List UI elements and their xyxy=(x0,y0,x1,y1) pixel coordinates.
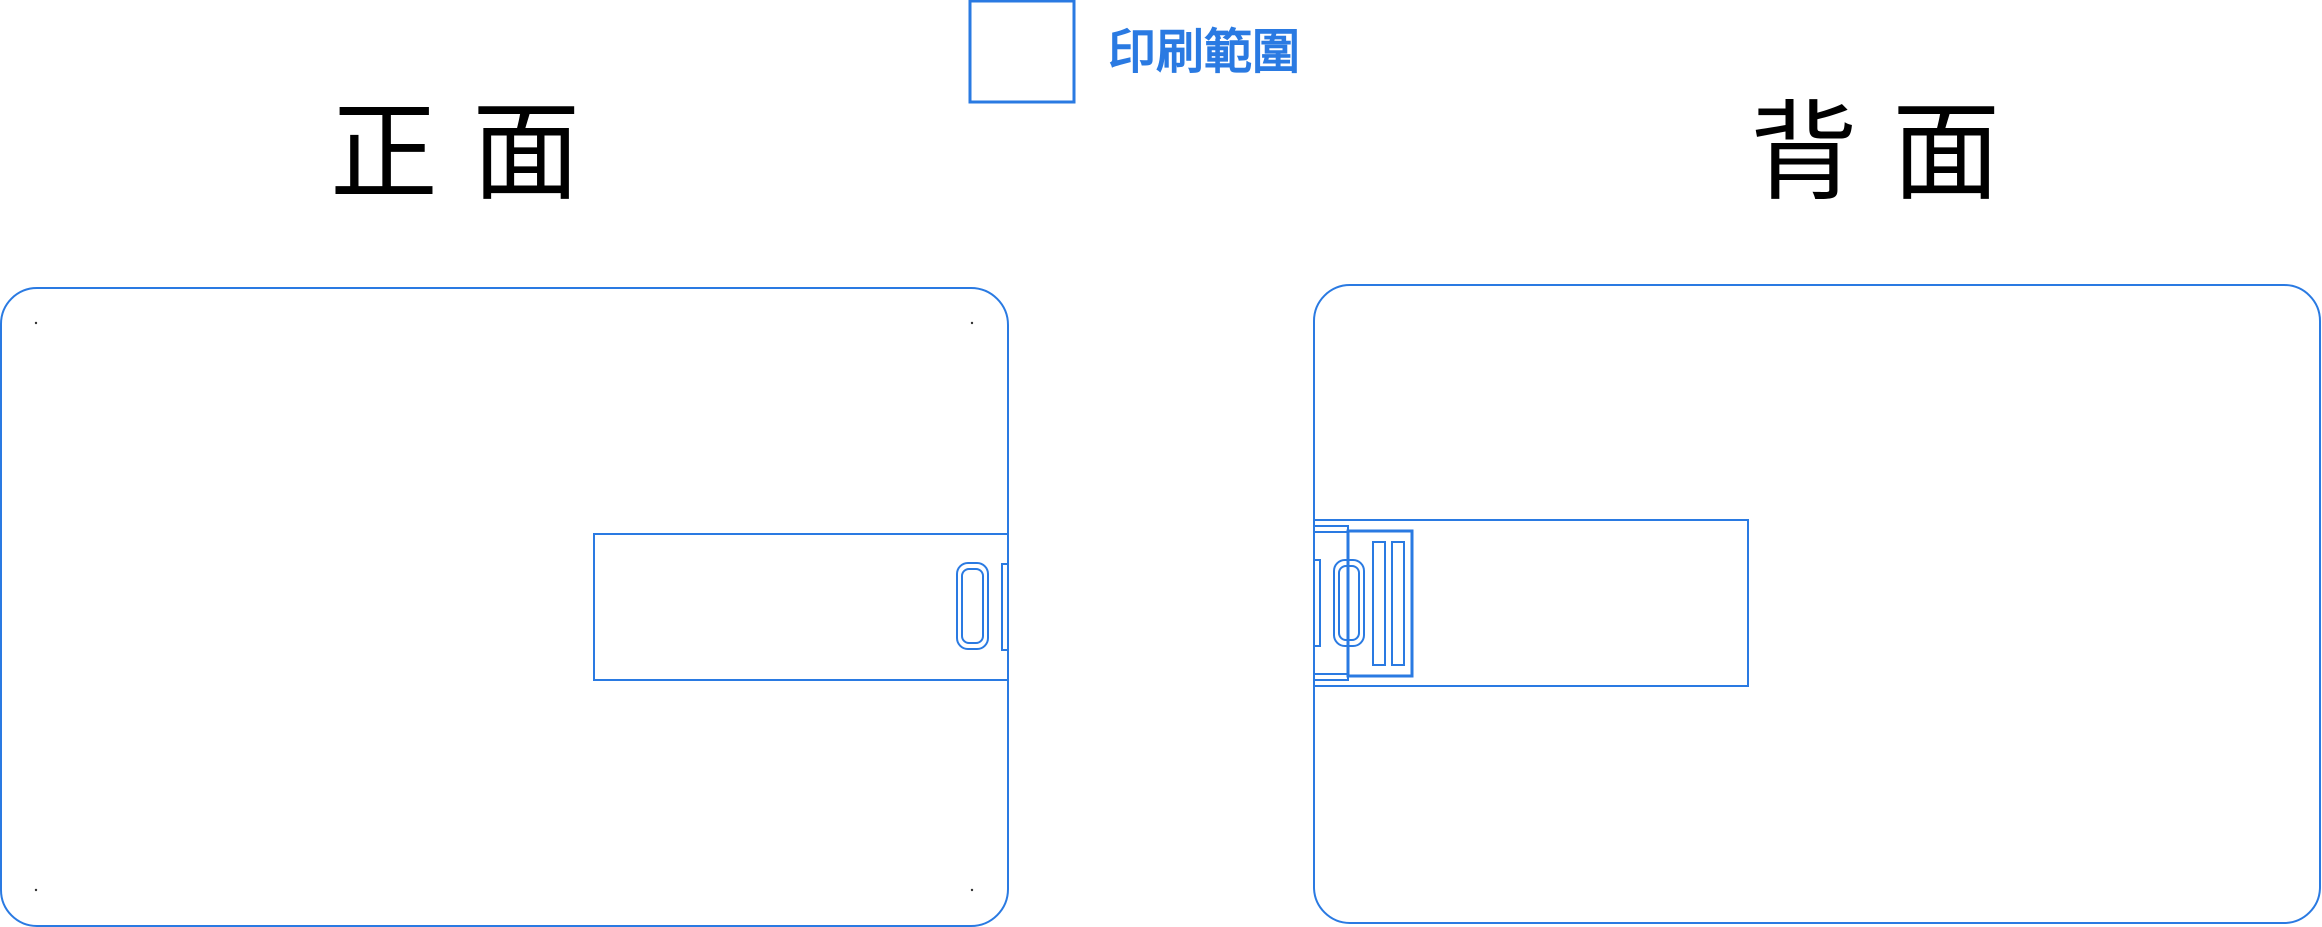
front-usb-slider-body xyxy=(593,533,963,681)
back-usb-slider-tip xyxy=(1314,525,1349,681)
front-usb-hole-inner xyxy=(961,568,984,644)
back-card xyxy=(1313,284,2321,924)
back-usb-slider-body xyxy=(1313,519,1749,687)
front-usb-slider xyxy=(593,533,1009,681)
back-usb-slider xyxy=(1313,519,1749,687)
back-usb-connector xyxy=(1346,529,1414,678)
print-area-legend-swatch xyxy=(968,0,1076,104)
front-card xyxy=(0,287,1009,927)
legend: 印刷範圍 xyxy=(968,0,1300,104)
back-usb-hole-outer xyxy=(1333,559,1365,647)
front-usb-hole-outer xyxy=(956,562,989,650)
front-title: 正 面 xyxy=(330,91,580,216)
front-card-outline xyxy=(0,287,1009,927)
front-usb-slider-tip xyxy=(963,533,1009,681)
front-corner-mark-bottom-left xyxy=(34,888,38,892)
back-title: 背 面 xyxy=(1750,91,2000,216)
back-card-outline xyxy=(1313,284,2321,924)
front-corner-mark-top-left xyxy=(34,321,38,325)
front-corner-mark-top-right xyxy=(970,321,974,325)
back-usb-hole-inner xyxy=(1338,565,1360,641)
back-usb-contact-strip-2 xyxy=(1391,541,1405,666)
back-usb-contact-strip-1 xyxy=(1372,541,1386,666)
front-corner-mark-bottom-right xyxy=(970,888,974,892)
print-area-legend-label: 印刷範圍 xyxy=(1108,24,1300,80)
